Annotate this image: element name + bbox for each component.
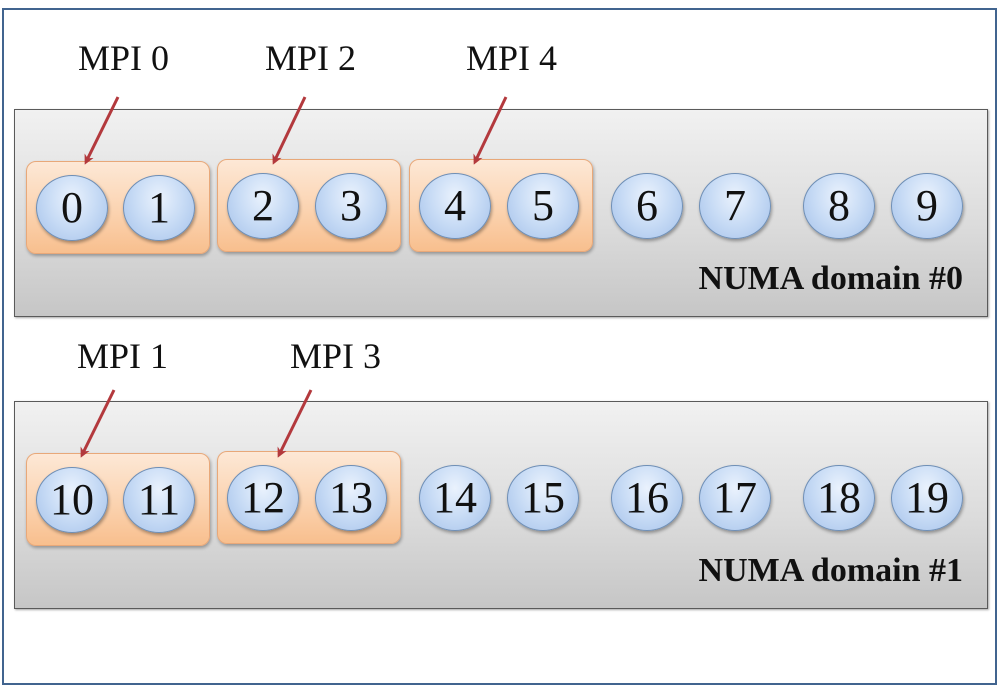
mpi-label: MPI 4	[466, 38, 558, 78]
numa-domain-label: NUMA domain #0	[698, 260, 963, 297]
core: 16	[611, 465, 683, 531]
mpi-label: MPI 3	[290, 336, 382, 376]
diagram-frame	[2, 8, 997, 685]
mpi-label: MPI 2	[265, 38, 357, 78]
core: 6	[611, 173, 683, 239]
core: 11	[123, 467, 195, 533]
core: 9	[891, 173, 963, 239]
core: 5	[507, 173, 579, 239]
core: 3	[315, 173, 387, 239]
core: 19	[891, 465, 963, 531]
core: 12	[227, 465, 299, 531]
numa-domain-label: NUMA domain #1	[698, 552, 963, 589]
core: 2	[227, 173, 299, 239]
core: 10	[36, 467, 108, 533]
core: 18	[803, 465, 875, 531]
core: 4	[419, 173, 491, 239]
mpi-label: MPI 1	[77, 336, 169, 376]
core: 0	[36, 175, 108, 241]
core: 7	[699, 173, 771, 239]
mpi-label: MPI 0	[78, 38, 170, 78]
core: 15	[507, 465, 579, 531]
core: 17	[699, 465, 771, 531]
core: 14	[419, 465, 491, 531]
core: 13	[315, 465, 387, 531]
core: 1	[123, 175, 195, 241]
core: 8	[803, 173, 875, 239]
